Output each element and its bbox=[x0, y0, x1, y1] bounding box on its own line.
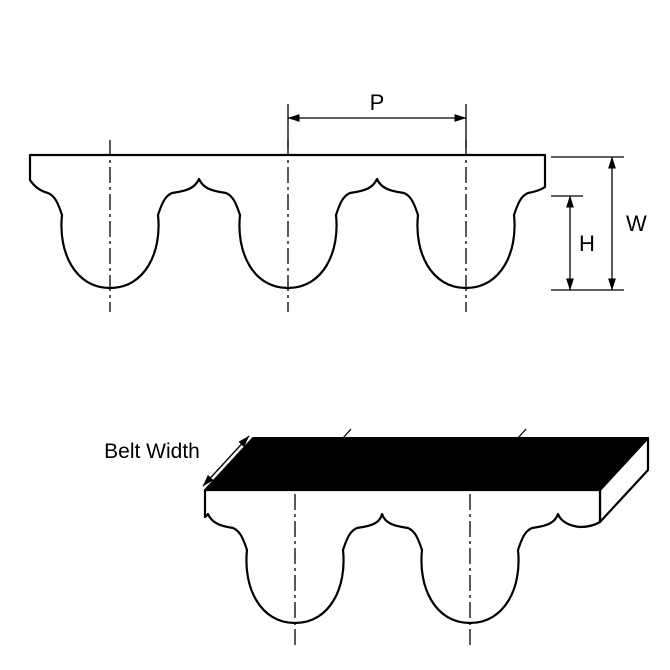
back-edge-centerline-tick-1 bbox=[342, 428, 352, 439]
belt-3d-front-face bbox=[203, 488, 602, 625]
belt-width-annotation: Belt Width bbox=[104, 435, 250, 487]
w-label: W bbox=[626, 211, 647, 236]
back-edge-centerline-tick-2 bbox=[517, 428, 527, 439]
belt-width-arrow bbox=[202, 435, 250, 487]
pitch-label: P bbox=[370, 90, 385, 115]
tooth-height-dimension: H bbox=[551, 195, 595, 291]
pitch-dimension: P bbox=[287, 90, 467, 148]
belt-3d-view: Belt Width bbox=[104, 428, 650, 648]
belt-width-label: Belt Width bbox=[104, 440, 200, 463]
overall-thickness-dimension: W bbox=[551, 156, 647, 291]
belt-3d-top-face bbox=[204, 437, 649, 491]
belt-profile-section-view: P W H bbox=[28, 90, 647, 312]
h-label: H bbox=[579, 231, 595, 256]
